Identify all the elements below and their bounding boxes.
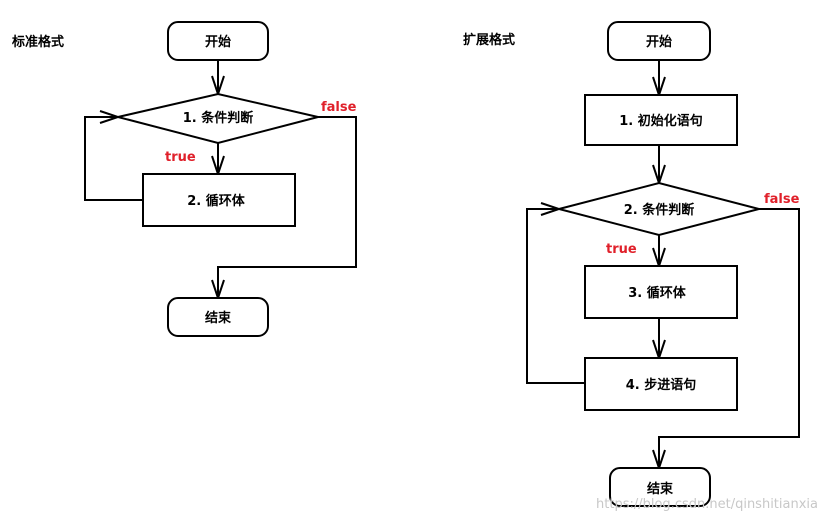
right-body-label: 3. 循环体	[628, 285, 687, 301]
left-loop-back-arrow	[84, 117, 143, 201]
right-condition-label: 2. 条件判断	[624, 202, 695, 218]
left-end-node: 结束	[167, 297, 269, 337]
right-step-node: 4. 步进语句	[584, 357, 738, 411]
right-section-title: 扩展格式	[463, 32, 515, 48]
right-condition-node: 2. 条件判断	[555, 181, 763, 237]
right-end-label: 结束	[647, 481, 674, 497]
right-end-node: 结束	[609, 467, 711, 507]
left-start-node: 开始	[167, 21, 269, 61]
left-end-label: 结束	[205, 310, 232, 326]
left-body-node: 2. 循环体	[142, 173, 296, 227]
left-start-label: 开始	[205, 34, 231, 50]
right-init-node: 1. 初始化语句	[584, 94, 738, 146]
left-true-label: true	[165, 150, 196, 165]
left-section-title: 标准格式	[11, 34, 64, 50]
right-loop-back-arrow	[526, 209, 585, 384]
right-init-label: 1. 初始化语句	[619, 113, 703, 129]
right-start-node: 开始	[607, 21, 711, 61]
left-false-exit-arrow	[218, 116, 357, 298]
left-body-label: 2. 循环体	[187, 193, 246, 209]
left-condition-label: 1. 条件判断	[183, 110, 254, 126]
right-false-exit-arrow	[659, 208, 800, 468]
left-false-label: false	[321, 100, 357, 115]
watermark: https://blog.csdn.net/qinshitianxia	[596, 497, 818, 512]
right-step-label: 4. 步进语句	[626, 377, 697, 393]
right-true-label: true	[606, 242, 637, 257]
right-false-label: false	[764, 192, 800, 207]
right-start-label: 开始	[646, 34, 672, 50]
right-body-node: 3. 循环体	[584, 265, 738, 319]
left-condition-node: 1. 条件判断	[117, 92, 319, 145]
